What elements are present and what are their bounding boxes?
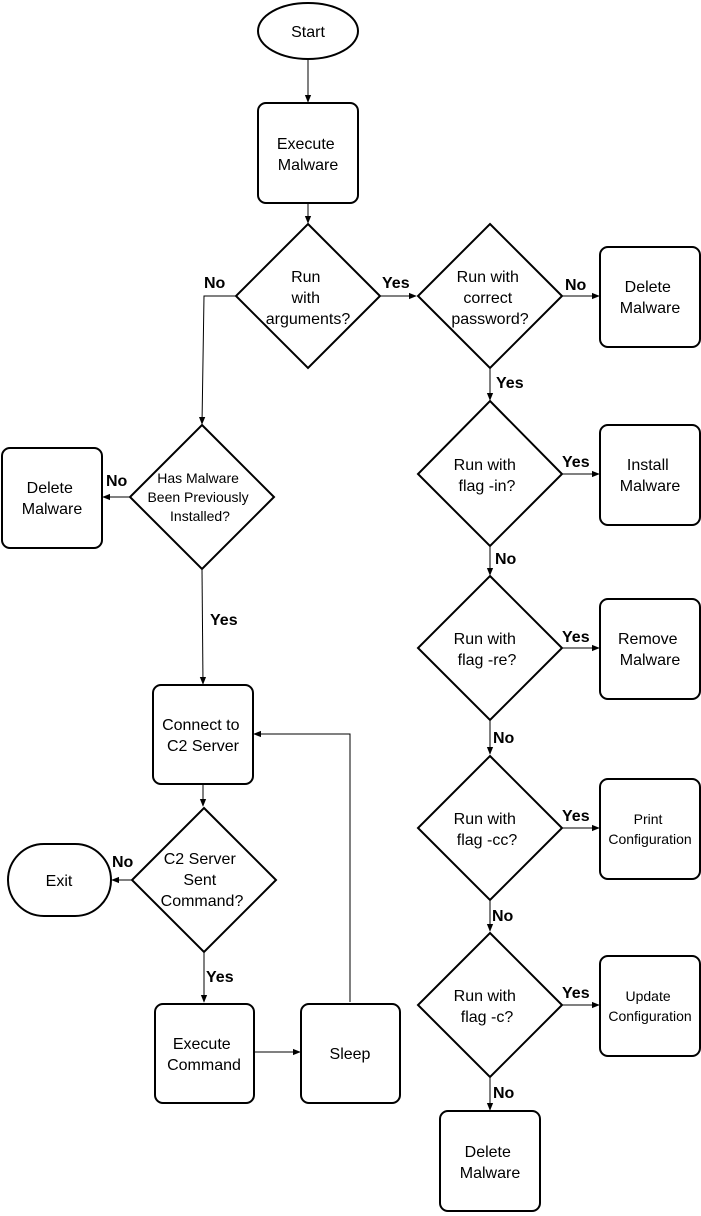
edge-label-password-yes: Yes xyxy=(496,375,524,392)
edge-installed-yes-to-connect xyxy=(199,568,207,685)
run-with-flag-in-decision: Run with flag -in? xyxy=(416,399,564,548)
edge-label-installed-no: No xyxy=(106,473,128,490)
edge-args-no-to-installed xyxy=(198,295,236,425)
edge-sleep-to-connect xyxy=(253,730,351,1002)
print-configuration-label: Print Configuration xyxy=(608,811,691,847)
edge-label-c2-yes: Yes xyxy=(206,969,234,986)
run-with-correct-password-label: Run with correct password? xyxy=(451,269,528,328)
edge-label-flag-c-no: No xyxy=(493,1085,515,1102)
update-configuration-process: Update Configuration xyxy=(599,955,701,1057)
run-with-correct-password-decision: Run with correct password? xyxy=(416,222,564,370)
edge-label-installed-yes: Yes xyxy=(210,612,238,629)
delete-malware-bottom-process: Delete Malware xyxy=(439,1110,541,1212)
connect-c2-server-label: Connect to C2 Server xyxy=(162,717,244,755)
sleep-process: Sleep xyxy=(300,1003,401,1104)
exit-terminator: Exit xyxy=(7,843,112,917)
edge-label-args-no: No xyxy=(204,275,226,292)
delete-malware-top-process: Delete Malware xyxy=(599,246,701,348)
run-with-arguments-label: Run with arguments? xyxy=(266,269,351,328)
sleep-label: Sleep xyxy=(330,1046,371,1063)
update-configuration-label: Update Configuration xyxy=(608,988,691,1024)
print-configuration-process: Print Configuration xyxy=(599,778,701,880)
remove-malware-process: Remove Malware xyxy=(599,598,701,700)
run-with-arguments-decision: Run with arguments? xyxy=(234,222,382,370)
remove-malware-label: Remove Malware xyxy=(618,631,682,669)
edge-label-flag-cc-no: No xyxy=(492,908,514,925)
edge-label-flag-in-yes: Yes xyxy=(562,454,590,471)
run-with-flag-re-label: Run with flag -re? xyxy=(454,631,521,669)
exit-label: Exit xyxy=(46,873,73,890)
execute-malware-process: Execute Malware xyxy=(257,102,359,204)
edge-label-args-yes: Yes xyxy=(382,275,410,292)
run-with-flag-cc-decision: Run with flag -cc? xyxy=(416,754,564,902)
edge-label-c2-no: No xyxy=(112,854,134,871)
start-label: Start xyxy=(291,24,325,41)
run-with-flag-in-label: Run with flag -in? xyxy=(454,457,521,495)
has-malware-been-installed-decision: Has Malware Been Previously Installed? xyxy=(128,423,276,571)
edge-label-flag-in-no: No xyxy=(495,551,517,568)
execute-command-label: Execute Command xyxy=(167,1036,241,1074)
delete-malware-bottom-label: Delete Malware xyxy=(460,1144,521,1182)
run-with-flag-c-decision: Run with flag -c? xyxy=(416,931,564,1079)
execute-command-process: Execute Command xyxy=(154,1003,255,1104)
edge-label-flag-cc-yes: Yes xyxy=(562,808,590,825)
execute-malware-label: Execute Malware xyxy=(277,136,339,174)
edge-label-flag-re-no: No xyxy=(493,730,515,747)
start-terminator: Start xyxy=(257,2,359,60)
install-malware-process: Install Malware xyxy=(599,424,701,526)
delete-malware-top-label: Delete Malware xyxy=(620,279,681,317)
edge-label-password-no: No xyxy=(565,277,587,294)
edge-label-flag-re-yes: Yes xyxy=(562,629,590,646)
install-malware-label: Install Malware xyxy=(620,457,681,495)
run-with-flag-cc-label: Run with flag -cc? xyxy=(454,811,521,849)
run-with-flag-re-decision: Run with flag -re? xyxy=(416,574,564,722)
delete-malware-left-label: Delete Malware xyxy=(22,480,83,518)
c2-sent-command-label: C2 Server Sent Command? xyxy=(161,851,244,910)
edge-label-flag-c-yes: Yes xyxy=(562,985,590,1002)
connect-c2-server-process: Connect to C2 Server xyxy=(152,684,254,785)
run-with-flag-c-label: Run with flag -c? xyxy=(454,988,521,1026)
delete-malware-left-process: Delete Malware xyxy=(1,447,103,549)
c2-sent-command-decision: C2 Server Sent Command? xyxy=(130,806,278,954)
has-malware-been-installed-label: Has Malware Been Previously Installed? xyxy=(147,470,252,524)
